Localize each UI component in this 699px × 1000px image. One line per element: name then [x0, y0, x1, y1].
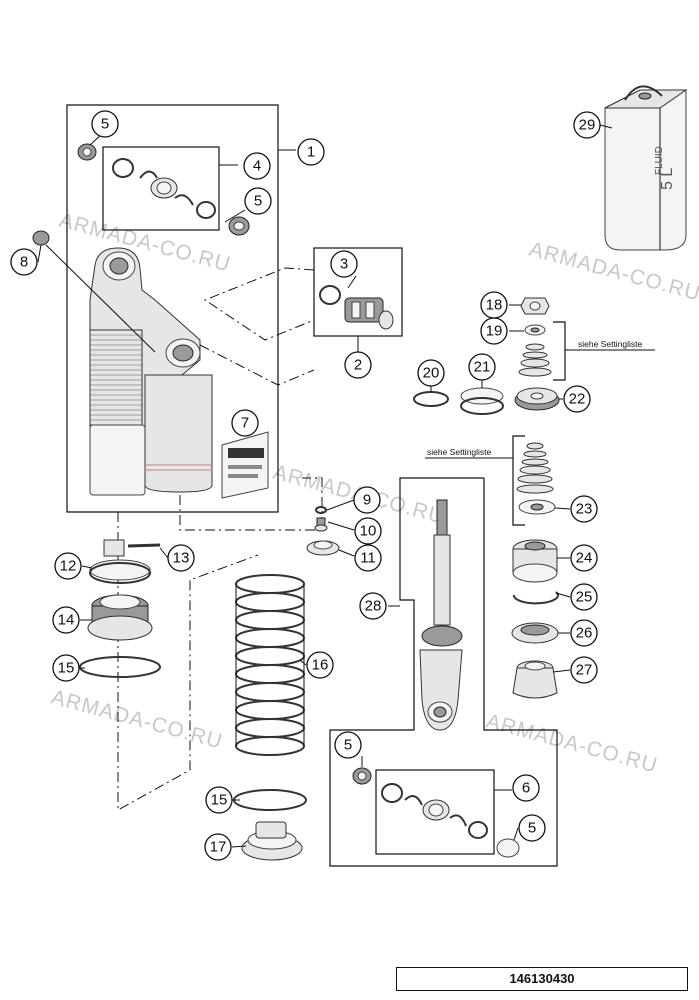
- callout-6: 6: [512, 774, 540, 802]
- callout-16: 16: [306, 651, 334, 679]
- callout-25: 25: [570, 583, 598, 611]
- svg-text:9: 9: [363, 492, 371, 509]
- shock-assembly-frame: [66, 104, 296, 513]
- diagram-code: 146130430: [509, 971, 575, 986]
- fluid-can-part-29: FLUID 5 L: [604, 85, 688, 251]
- callout-24: 24: [570, 544, 598, 572]
- svg-text:3: 3: [340, 256, 348, 273]
- callout-22: 22: [563, 385, 591, 413]
- coil-spring-part-16: [235, 574, 305, 756]
- svg-text:20: 20: [423, 365, 440, 382]
- svg-text:5: 5: [528, 820, 536, 837]
- setting-note-lower: siehe Settingliste: [427, 447, 492, 457]
- svg-text:6: 6: [522, 780, 530, 797]
- callout-5-upper-right: 5: [244, 187, 272, 215]
- watermark-4: ARMADA-CO.RU: [49, 686, 225, 754]
- callout-2: 2: [344, 351, 372, 379]
- callout-10: 10: [354, 517, 382, 545]
- svg-text:15: 15: [58, 660, 75, 677]
- svg-text:2: 2: [354, 357, 362, 374]
- bleed-screw-part-8: [32, 230, 156, 353]
- fluid-volume: 5 L: [659, 168, 676, 190]
- callout-28: 28: [359, 592, 387, 620]
- callout-26: 26: [570, 619, 598, 647]
- callout-13: 13: [167, 544, 195, 572]
- svg-text:26: 26: [576, 625, 593, 642]
- shock-absorber-body: [89, 247, 213, 496]
- diagram-code-box: 146130430: [396, 967, 688, 991]
- svg-text:14: 14: [58, 612, 75, 629]
- svg-text:5: 5: [344, 737, 352, 754]
- callout-leaders: [79, 124, 613, 848]
- svg-text:23: 23: [576, 501, 593, 518]
- svg-text:27: 27: [576, 662, 593, 679]
- svg-text:21: 21: [474, 359, 491, 376]
- callout-29: 29: [573, 111, 601, 139]
- piston-group-frame: [199, 247, 403, 386]
- callout-15-upper: 15: [52, 654, 80, 682]
- leader-dash-lines: [117, 477, 323, 811]
- washer-part-15-lower: [233, 789, 307, 811]
- svg-text:1: 1: [307, 144, 315, 161]
- setting-note-upper: siehe Settingliste: [578, 339, 643, 349]
- callout-7: 7: [231, 409, 259, 437]
- adjuster-ring-part-14: [87, 594, 153, 641]
- callout-5-lower-right: 5: [518, 814, 546, 842]
- sticker-part-7: [221, 431, 269, 499]
- callout-20: 20: [417, 359, 445, 387]
- svg-text:24: 24: [576, 550, 593, 567]
- callout-27: 27: [570, 656, 598, 684]
- svg-text:11: 11: [360, 550, 376, 567]
- svg-text:5: 5: [254, 193, 262, 210]
- callout-19: 19: [480, 317, 508, 345]
- preload-ring-part-12: [89, 539, 161, 584]
- svg-text:12: 12: [60, 558, 77, 575]
- piston-stack-parts: siehe Settingliste siehe Settingliste: [413, 297, 655, 699]
- bearing-group-upper: [77, 143, 250, 236]
- spring-retainer-part-17: [241, 821, 303, 861]
- callouts: 1 2 3 4 5 5 5 5 6 7 8 9 10 11 12 13 14 1…: [10, 110, 601, 861]
- washer-part-15-upper: [79, 656, 161, 678]
- callout-3: 3: [330, 250, 358, 278]
- svg-text:10: 10: [360, 523, 377, 540]
- callout-17: 17: [204, 833, 232, 861]
- callout-23: 23: [570, 495, 598, 523]
- svg-text:22: 22: [569, 391, 586, 408]
- callout-11: 11: [354, 544, 382, 572]
- callout-1: 1: [297, 138, 325, 166]
- svg-text:19: 19: [486, 323, 503, 340]
- svg-text:29: 29: [579, 117, 596, 134]
- callout-18: 18: [480, 291, 508, 319]
- svg-text:28: 28: [365, 598, 382, 615]
- svg-text:8: 8: [20, 254, 28, 271]
- callout-4: 4: [243, 152, 271, 180]
- callout-5-upper-left: 5: [91, 110, 119, 138]
- bearing-group-lower: [352, 767, 520, 858]
- svg-text:17: 17: [210, 839, 227, 856]
- watermark-5: ARMADA-CO.RU: [484, 710, 660, 778]
- svg-text:25: 25: [576, 589, 593, 606]
- callout-15-lower: 15: [205, 786, 233, 814]
- callout-21: 21: [468, 353, 496, 381]
- fluid-label: FLUID: [654, 146, 665, 175]
- svg-text:16: 16: [312, 657, 329, 674]
- parts-9-10-11: [306, 506, 340, 556]
- svg-text:13: 13: [173, 550, 190, 567]
- svg-text:18: 18: [486, 297, 503, 314]
- svg-text:4: 4: [253, 158, 261, 175]
- damper-rod-frame: [329, 477, 558, 867]
- callout-14: 14: [52, 606, 80, 634]
- svg-text:7: 7: [241, 415, 249, 432]
- svg-text:15: 15: [211, 792, 228, 809]
- callout-12: 12: [54, 552, 82, 580]
- damper-rod-part-28: [419, 499, 463, 731]
- callout-5-lower-left: 5: [334, 731, 362, 759]
- svg-text:5: 5: [101, 116, 109, 133]
- callout-9: 9: [353, 486, 381, 514]
- callout-8: 8: [10, 248, 38, 276]
